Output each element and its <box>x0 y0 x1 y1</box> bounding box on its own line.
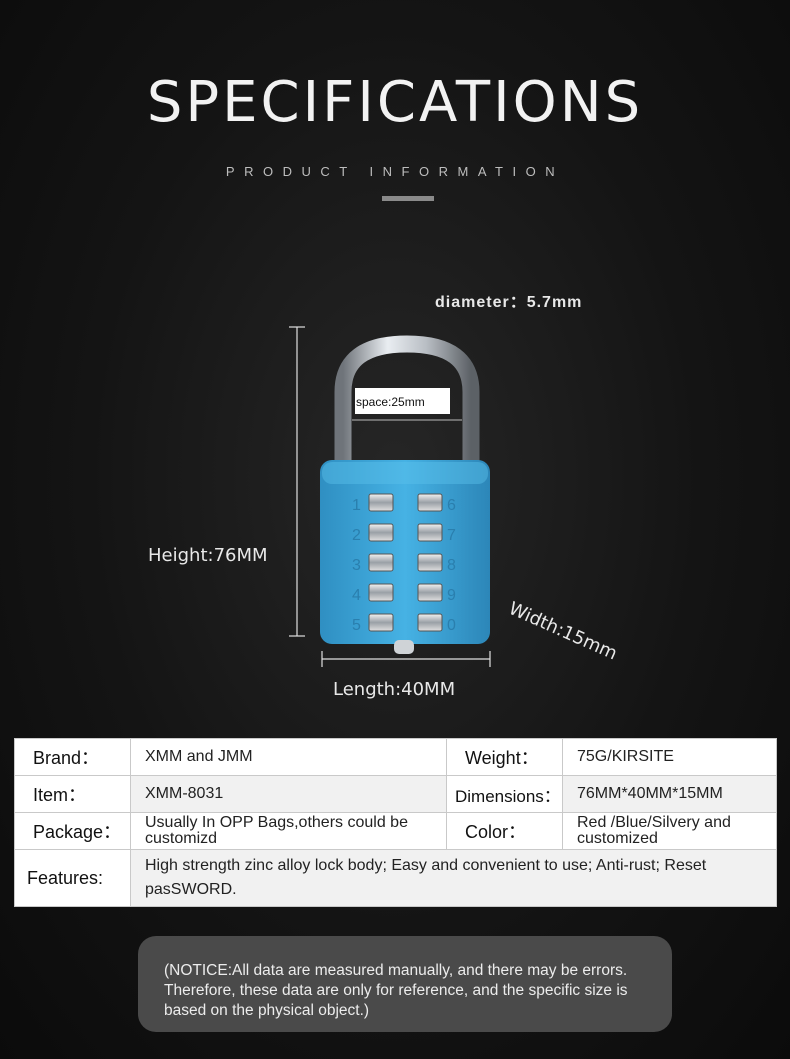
color-value: Red /Blue/Silvery and customized <box>562 812 777 850</box>
weight-label: Weight： <box>446 738 563 776</box>
digit-label: 4 <box>352 587 361 604</box>
space-label: space:25mm <box>356 395 425 409</box>
digit-label: 8 <box>447 557 456 574</box>
height-label: Height:76MM <box>148 545 268 566</box>
digit-label: 6 <box>447 497 456 514</box>
length-dimension-line <box>321 651 491 667</box>
notice-box: (NOTICE:All data are measured manually, … <box>138 936 672 1032</box>
height-dimension-line <box>289 326 305 637</box>
digit-label: 7 <box>447 527 456 544</box>
brand-value: XMM and JMM <box>130 738 447 776</box>
digit-label: 1 <box>352 497 361 514</box>
length-label: Length:40MM <box>333 679 456 700</box>
brand-label: Brand： <box>14 738 131 776</box>
features-value: High strength zinc alloy lock body; Easy… <box>130 849 777 907</box>
table-row: Item： XMM-8031 Dimensions： 76MM*40MM*15M… <box>14 775 777 813</box>
color-label: Color： <box>446 812 563 850</box>
digit-label: 5 <box>352 617 361 634</box>
features-label: Features: <box>14 849 131 907</box>
digit-label: 9 <box>447 587 456 604</box>
space-label-box <box>355 388 450 414</box>
dimensions-label: Dimensions： <box>446 775 563 813</box>
digit-label: 3 <box>352 557 361 574</box>
lock-body <box>320 460 490 644</box>
package-value: Usually In OPP Bags,others could be cust… <box>130 812 447 850</box>
page-subtitle: PRODUCT INFORMATION <box>225 164 565 179</box>
item-value: XMM-8031 <box>130 775 447 813</box>
table-row: Package： Usually In OPP Bags,others coul… <box>14 812 777 850</box>
combination-buttons <box>368 493 443 632</box>
dimensions-value: 76MM*40MM*15MM <box>562 775 777 813</box>
digit-label: 0 <box>447 617 456 634</box>
page-title: SPECIFICATIONS <box>146 70 644 135</box>
diameter-label: diameter：5.7mm <box>435 294 583 311</box>
package-label: Package： <box>14 812 131 850</box>
spec-table: Brand： XMM and JMM Weight： 75G/KIRSITE I… <box>14 738 777 907</box>
item-label: Item： <box>14 775 131 813</box>
table-row: Features: High strength zinc alloy lock … <box>14 849 777 907</box>
digit-label: 2 <box>352 527 361 544</box>
weight-value: 75G/KIRSITE <box>562 738 777 776</box>
button-digits: 1 2 3 4 5 6 7 8 9 0 <box>352 497 456 634</box>
shackle <box>334 335 480 470</box>
padlock-diagram: 1 2 3 4 5 6 7 8 9 0 <box>289 326 491 667</box>
title-underline <box>382 196 434 201</box>
table-row: Brand： XMM and JMM Weight： 75G/KIRSITE <box>14 738 777 776</box>
